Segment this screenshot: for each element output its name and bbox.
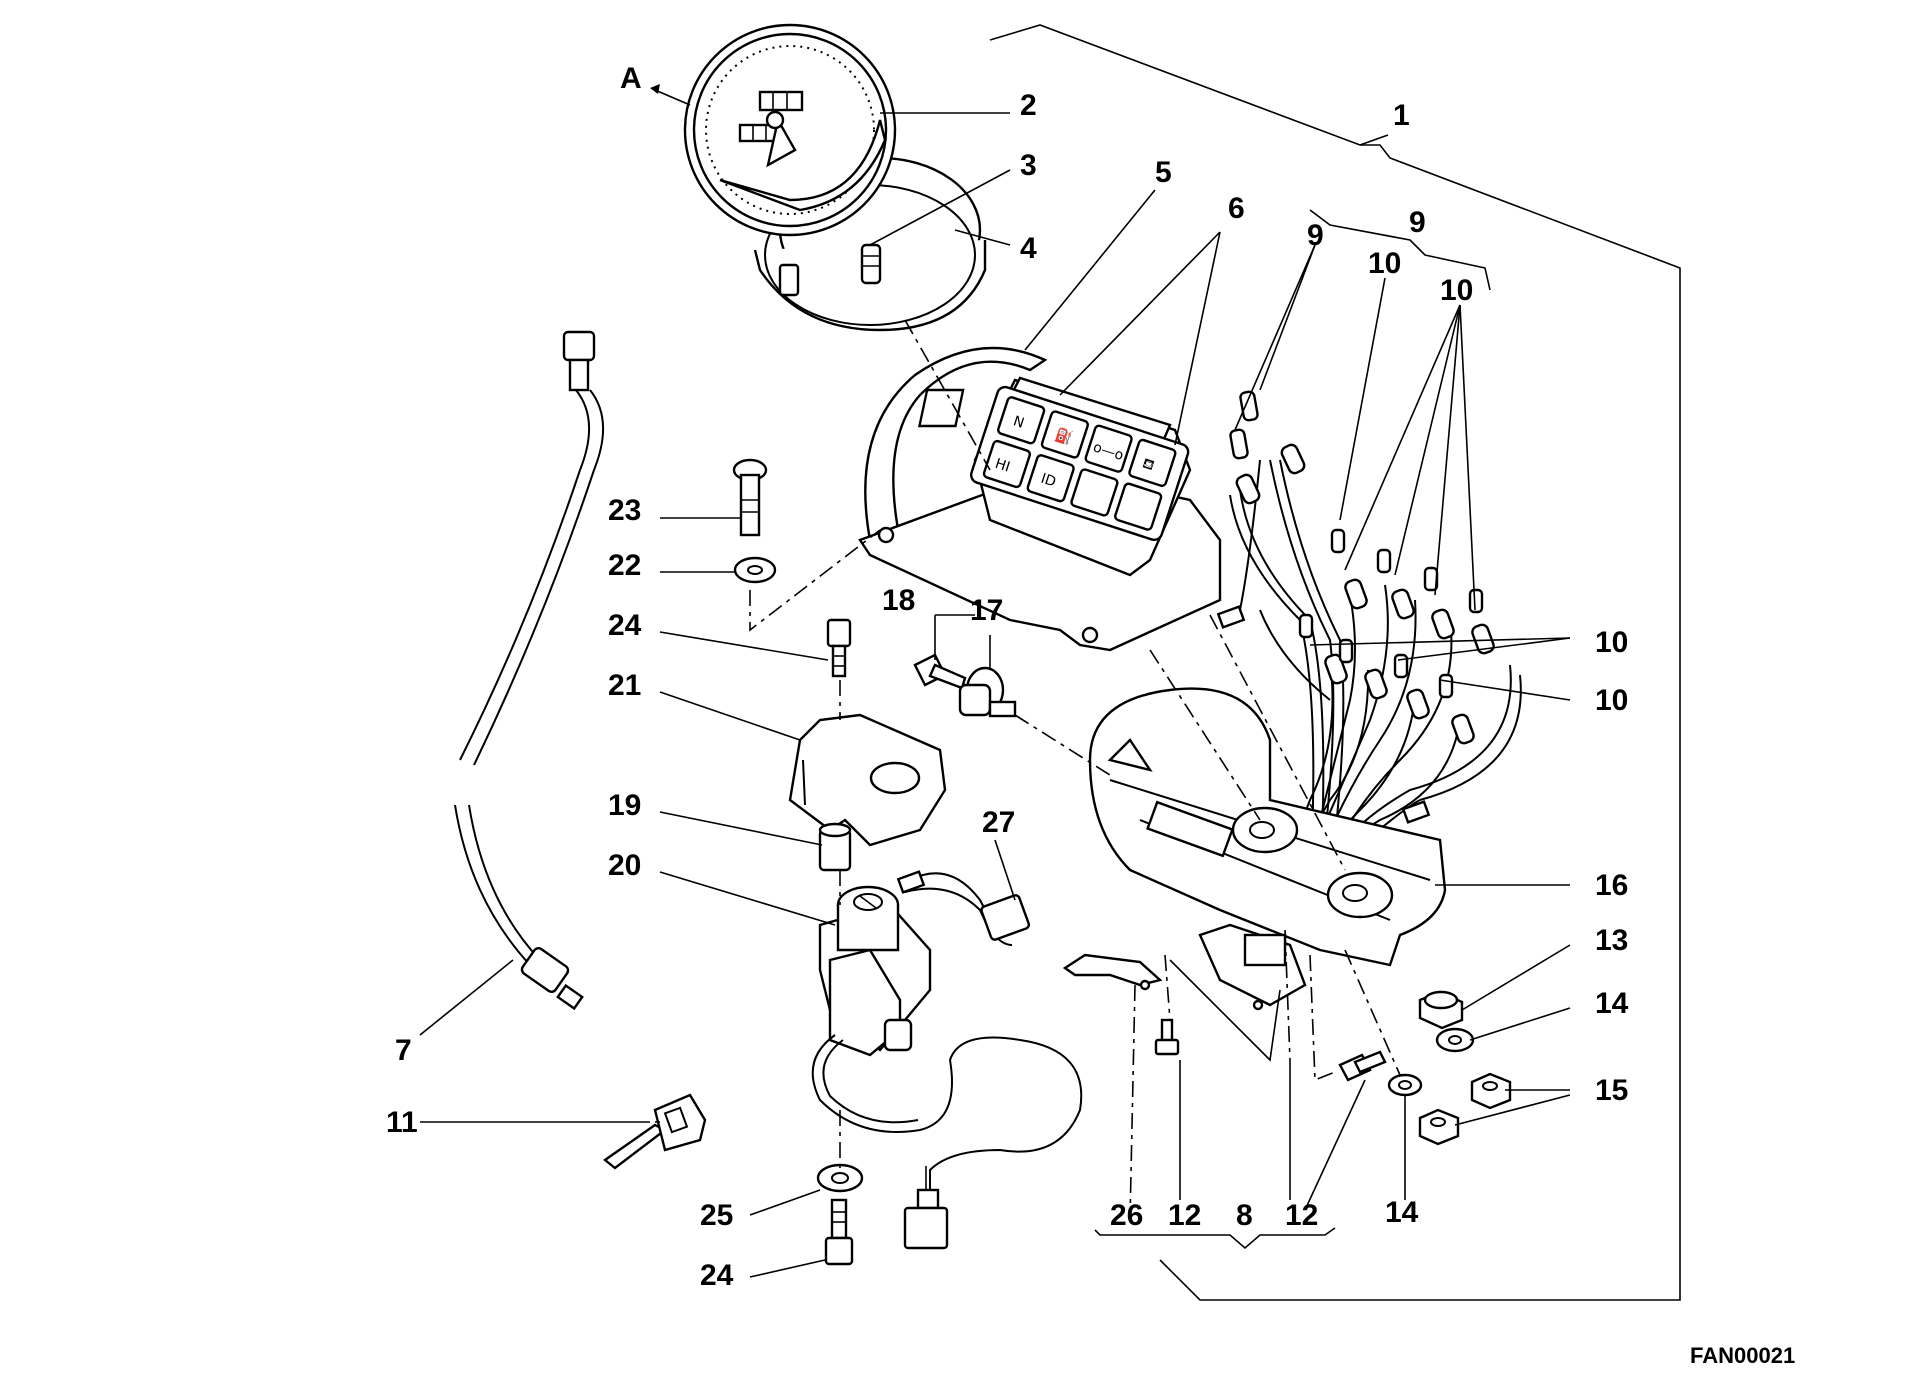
speedometer bbox=[683, 23, 987, 332]
speedometer-cable bbox=[454, 330, 604, 1011]
plate-26 bbox=[1062, 953, 1163, 991]
screw-24-bottom bbox=[824, 1198, 854, 1266]
callout-25: 25 bbox=[700, 1199, 733, 1232]
callout-12-a: 12 bbox=[1168, 1199, 1201, 1232]
callout-12-b: 12 bbox=[1285, 1199, 1318, 1232]
knob-17 bbox=[958, 666, 1017, 718]
callout-11: 11 bbox=[386, 1106, 418, 1139]
callout-6: 6 bbox=[1228, 192, 1245, 225]
neutral-icon: N bbox=[1011, 413, 1026, 431]
mounting-bracket-8 bbox=[1198, 923, 1307, 1011]
screw-23 bbox=[732, 458, 768, 537]
nut-15-upper bbox=[1470, 1072, 1512, 1110]
fuel-icon: ⛽ bbox=[1053, 426, 1075, 448]
screw-24-top bbox=[826, 618, 852, 678]
screw-18 bbox=[913, 653, 967, 690]
assembly-lines bbox=[749, 319, 1401, 1221]
screw-12-right bbox=[1338, 1050, 1387, 1082]
nut-15-lower bbox=[1418, 1108, 1460, 1146]
warning-light-panel: N ⛽ o—o ⛾ HI ID bbox=[969, 385, 1190, 542]
callout-16: 16 bbox=[1595, 869, 1628, 902]
callout-9-a: 9 bbox=[1307, 219, 1324, 252]
callout-9-b: 9 bbox=[1409, 206, 1426, 239]
washer-14-right bbox=[1435, 1027, 1475, 1053]
callout-15: 15 bbox=[1595, 1074, 1628, 1107]
view-marker-label: A bbox=[620, 62, 642, 95]
callout-21: 21 bbox=[608, 669, 641, 702]
warning-light-cells: N ⛽ o—o ⛾ HI ID bbox=[982, 396, 1177, 531]
callout-26: 26 bbox=[1110, 1199, 1143, 1232]
headlight-icon: ID bbox=[1039, 471, 1058, 491]
callout-20: 20 bbox=[608, 849, 641, 882]
callout-10-d: 10 bbox=[1595, 684, 1628, 717]
bulb-socket-3 bbox=[860, 243, 882, 285]
oil-icon: ⛾ bbox=[1140, 455, 1156, 474]
callout-5: 5 bbox=[1155, 156, 1172, 189]
washer-25 bbox=[816, 1163, 864, 1193]
callout-3: 3 bbox=[1020, 149, 1037, 182]
drawing-code: FAN00021 bbox=[1690, 1343, 1795, 1368]
callout-17: 17 bbox=[970, 594, 1003, 627]
leader-lines bbox=[419, 84, 1571, 1278]
ignition-key bbox=[602, 1093, 707, 1170]
high-beam-icon: HI bbox=[993, 456, 1012, 476]
callout-7: 7 bbox=[395, 1034, 412, 1067]
spacer-19 bbox=[818, 822, 852, 872]
callout-1: 1 bbox=[1393, 99, 1410, 132]
callout-10-a: 10 bbox=[1368, 247, 1401, 280]
callout-18: 18 bbox=[882, 584, 915, 617]
instrument-support bbox=[1088, 687, 1447, 967]
callout-labels: A 1 2 3 4 5 6 7 8 9 9 10 10 10 10 11 12 … bbox=[386, 62, 1629, 1292]
callout-24-a: 24 bbox=[608, 609, 642, 642]
nut-13 bbox=[1418, 990, 1464, 1030]
callout-10-c: 10 bbox=[1595, 626, 1628, 659]
callout-2: 2 bbox=[1020, 89, 1037, 122]
assembly-bracket-1 bbox=[989, 24, 1681, 1301]
callout-14-b: 14 bbox=[1385, 1196, 1419, 1229]
callout-24-b: 24 bbox=[700, 1259, 734, 1292]
screw-12-left bbox=[1154, 1018, 1180, 1056]
callout-13: 13 bbox=[1595, 924, 1628, 957]
washer-22 bbox=[733, 556, 777, 584]
callout-19: 19 bbox=[608, 789, 641, 822]
washer-14-left bbox=[1387, 1073, 1423, 1097]
callout-8: 8 bbox=[1236, 1199, 1253, 1232]
key-switch-bracket-21 bbox=[788, 713, 947, 847]
callout-14-a: 14 bbox=[1595, 987, 1629, 1020]
connector-27 bbox=[896, 870, 1031, 946]
wire-terminals bbox=[1229, 390, 1495, 745]
ignition-switch bbox=[811, 885, 1083, 1250]
callout-22: 22 bbox=[608, 549, 641, 582]
callout-10-b: 10 bbox=[1440, 274, 1473, 307]
callout-4: 4 bbox=[1020, 232, 1037, 265]
callout-23: 23 bbox=[608, 494, 641, 527]
callout-27: 27 bbox=[982, 806, 1015, 839]
